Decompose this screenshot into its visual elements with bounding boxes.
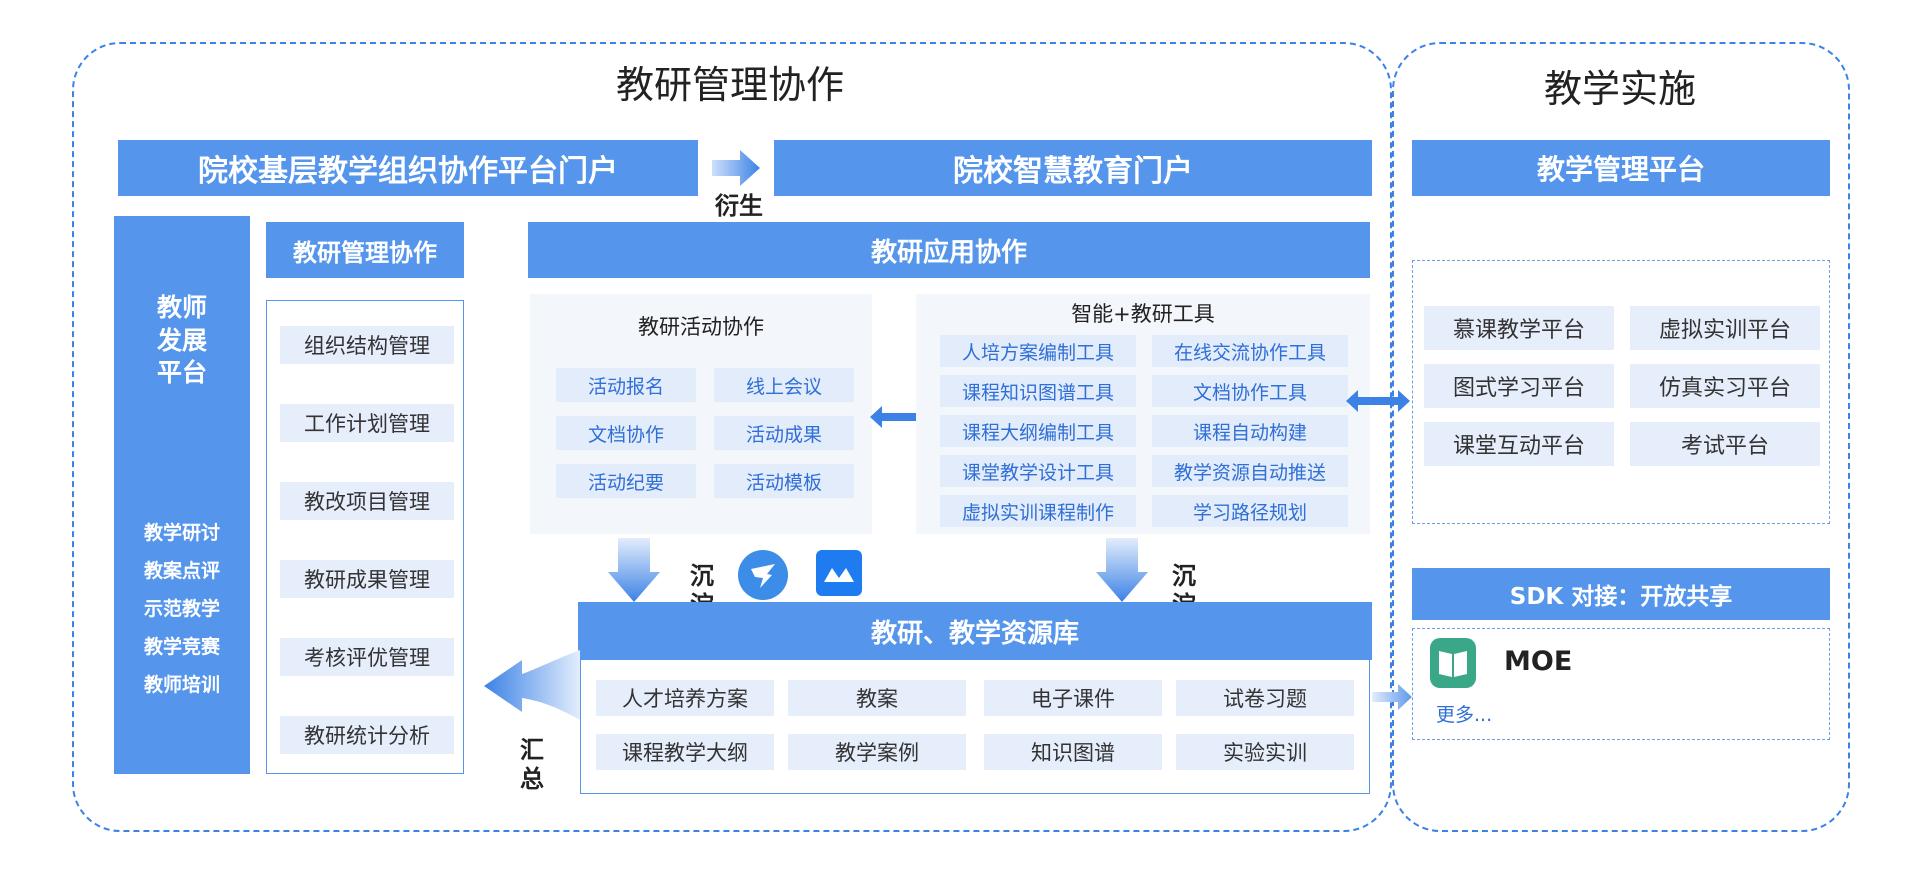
tool-item[interactable]: 教学资源自动推送 [1152,455,1348,487]
resource-item[interactable]: 教学案例 [788,734,966,770]
dingtalk-icon [738,550,788,600]
resource-item[interactable]: 知识图谱 [984,734,1162,770]
platform-item[interactable]: 仿真实习平台 [1630,364,1820,408]
arrow-right-icon [1372,684,1412,710]
resource-item[interactable]: 试卷习题 [1176,680,1354,716]
mgmt-collab-header: 教研管理协作 [266,222,464,278]
teacher-platform[interactable]: 教师 发展 平台 教学研讨 教案点评 示范教学 教学竞赛 教师培训 [114,216,250,774]
sdk-header: SDK 对接：开放共享 [1412,568,1830,620]
activity-item[interactable]: 活动成果 [714,416,854,450]
platform-item[interactable]: 课堂互动平台 [1424,422,1614,466]
left-section-frame [72,42,1392,832]
platform-item[interactable]: 虚拟实训平台 [1630,306,1820,350]
tool-item[interactable]: 文档协作工具 [1152,375,1348,407]
activity-item[interactable]: 活动报名 [556,368,696,402]
down-arrow-icon [608,538,660,602]
mgmt-item[interactable]: 教研统计分析 [280,716,454,754]
tools-title: 智能+教研工具 [1071,302,1215,326]
down-arrow-icon [1096,538,1148,602]
double-arrow-icon [870,406,934,428]
mgmt-item[interactable]: 组织结构管理 [280,326,454,364]
teacher-platform-list: 教学研讨 教案点评 示范教学 教学竞赛 教师培训 [144,514,220,704]
teacher-item: 示范教学 [143,597,220,620]
activity-item[interactable]: 活动纪要 [556,464,696,498]
teaching-mgmt-header: 教学管理平台 [1412,140,1830,196]
moe-book-icon [1430,638,1476,688]
resource-item[interactable]: 实验实训 [1176,734,1354,770]
activity-item[interactable]: 文档协作 [556,416,696,450]
mgmt-collab-panel [266,300,464,774]
activity-item[interactable]: 线上会议 [714,368,854,402]
left-arrow-icon [484,650,580,720]
moe-label[interactable]: MOE [1504,646,1573,677]
sdk-panel [1412,628,1830,740]
teacher-item: 教案点评 [143,559,220,582]
tool-item[interactable]: 在线交流协作工具 [1152,335,1348,367]
activity-item[interactable]: 活动模板 [714,464,854,498]
resource-lib-header: 教研、教学资源库 [578,602,1372,660]
mgmt-item[interactable]: 教研成果管理 [280,560,454,598]
platform-item[interactable]: 考试平台 [1630,422,1820,466]
tool-item[interactable]: 课堂教学设计工具 [940,455,1136,487]
resource-lib-panel [580,660,1370,794]
tools-panel [916,294,1370,534]
teacher-platform-title: 教师 发展 平台 [156,293,207,387]
resource-item[interactable]: 电子课件 [984,680,1162,716]
activity-title: 教研活动协作 [638,315,764,339]
mgmt-item[interactable]: 考核评优管理 [280,638,454,676]
derive-label: 衍生 [715,191,763,220]
teacher-item: 教学研讨 [143,521,220,544]
teaching-mgmt-panel [1412,260,1830,524]
platform-item[interactable]: 图式学习平台 [1424,364,1614,408]
resource-item[interactable]: 人才培养方案 [596,680,774,716]
more-link[interactable]: 更多... [1436,704,1493,726]
tool-item[interactable]: 虚拟实训课程制作 [940,495,1136,527]
mgmt-item[interactable]: 教改项目管理 [280,482,454,520]
platform-item[interactable]: 慕课教学平台 [1424,306,1614,350]
resource-item[interactable]: 教案 [788,680,966,716]
teacher-item: 教学竞赛 [143,635,220,658]
teacher-item: 教师培训 [143,673,220,696]
tool-item[interactable]: 课程自动构建 [1152,415,1348,447]
tool-item[interactable]: 课程大纲编制工具 [940,415,1136,447]
arrow-right-icon [712,150,760,186]
tool-item[interactable]: 人培方案编制工具 [940,335,1136,367]
portal-school-org[interactable]: 院校基层教学组织协作平台门户 [118,140,698,196]
mgmt-item[interactable]: 工作计划管理 [280,404,454,442]
feishu-icon [816,550,862,596]
resource-item[interactable]: 课程教学大纲 [596,734,774,770]
left-section-title: 教研管理协作 [615,62,844,107]
right-section-frame [1392,42,1850,832]
summary-label: 汇 总 [520,736,544,793]
tool-item[interactable]: 学习路径规划 [1152,495,1348,527]
app-collab-header: 教研应用协作 [528,222,1370,278]
tool-item[interactable]: 课程知识图谱工具 [940,375,1136,407]
portal-smart-edu[interactable]: 院校智慧教育门户 [774,140,1372,196]
right-section-title: 教学实施 [1543,66,1696,111]
double-arrow-icon [1346,390,1410,412]
